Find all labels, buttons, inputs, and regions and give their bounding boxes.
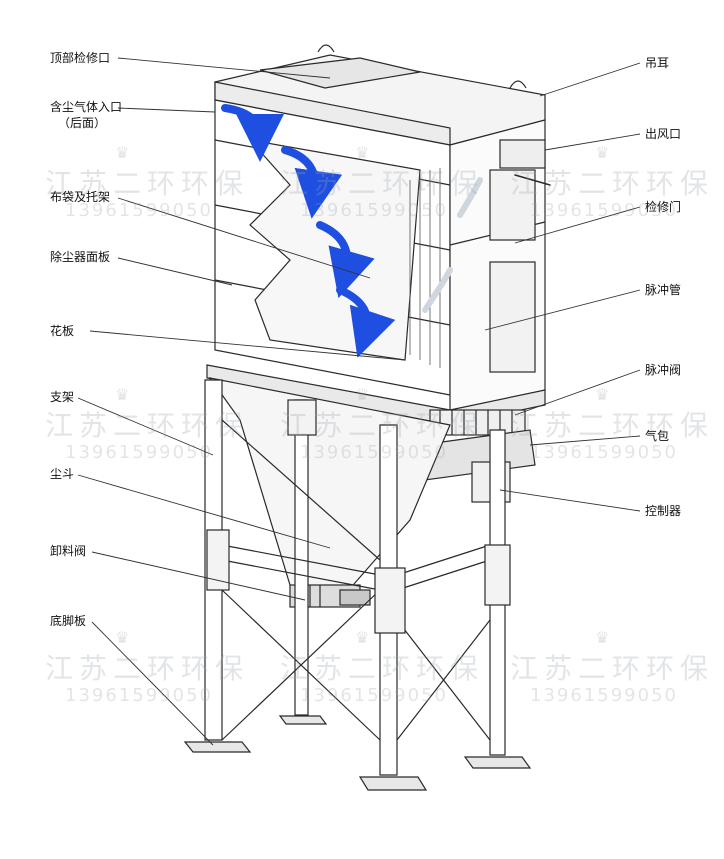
leader-outlet	[544, 133, 641, 151]
watermark-crown-icon: ♛	[355, 628, 370, 647]
foot-plate-right	[463, 756, 532, 769]
leader-air-header	[529, 435, 641, 446]
gusset-center	[374, 567, 406, 634]
outlet-duct	[499, 139, 546, 169]
leader-top-hatch	[117, 57, 331, 79]
gusset-back	[287, 399, 317, 436]
lifting-lug-right	[509, 80, 527, 89]
foot-plate-back	[278, 715, 328, 725]
label-pulse-valve: 脉冲阀	[645, 363, 682, 377]
leader-access-door	[514, 206, 641, 244]
label-dust-inlet: 含尘气体入口	[50, 100, 123, 114]
label-dust-inlet-sub: （后面）	[58, 116, 107, 130]
label-support: 支架	[50, 390, 75, 404]
label-bag-cage: 布袋及托架	[50, 190, 111, 204]
leader-panel	[117, 257, 233, 286]
flow-arrow-1	[221, 104, 284, 162]
gusset-right	[484, 544, 511, 606]
airflow-arrows	[221, 104, 551, 358]
label-top-hatch: 顶部检修口	[50, 51, 111, 65]
foot-plate-center	[358, 776, 428, 791]
label-outlet: 出风口	[645, 127, 682, 141]
leader-discharge-valve	[91, 551, 306, 601]
leader-controller	[499, 489, 641, 512]
access-door-lower	[489, 261, 536, 373]
watermark-crown-icon: ♛	[595, 628, 610, 647]
leader-pulse-pipe	[484, 289, 641, 331]
watermark-crown-icon: ♛	[595, 143, 610, 162]
leader-lifting-lug	[539, 62, 641, 97]
leader-support	[77, 397, 214, 456]
lifting-lug-left	[317, 44, 335, 53]
leader-pulse-valve	[514, 369, 641, 416]
label-lifting-lug: 吊耳	[645, 56, 670, 70]
label-foot-plate: 底脚板	[50, 614, 87, 628]
flow-arrow-4	[336, 286, 396, 358]
support-frame	[183, 379, 532, 791]
leader-dust-inlet	[117, 107, 216, 113]
label-access-door: 检修门	[645, 200, 682, 214]
clean-flow-arrow-2	[457, 177, 483, 218]
flow-arrow-3	[316, 221, 375, 299]
flow-arrow-2	[281, 146, 343, 219]
label-air-header: 气包	[645, 429, 670, 443]
watermark-crown-icon: ♛	[355, 385, 370, 404]
watermark-crown-icon: ♛	[595, 385, 610, 404]
label-discharge-valve: 卸料阀	[50, 544, 87, 558]
leader-bag-cage	[117, 197, 371, 279]
leader-foot-plate	[91, 621, 214, 746]
leg-back-left	[294, 399, 309, 716]
leader-hopper	[77, 474, 331, 549]
watermark-crown-icon: ♛	[115, 628, 130, 647]
leader-lines	[77, 57, 641, 746]
watermark-crown-icon: ♛	[355, 143, 370, 162]
access-door-upper	[489, 169, 536, 241]
clean-flow-arrow-1	[422, 267, 453, 313]
label-panel: 除尘器面板	[50, 250, 111, 264]
leader-tube-sheet	[89, 330, 406, 361]
top-hatch	[259, 57, 421, 89]
gusset-left	[206, 529, 230, 591]
watermark-crown-icon: ♛	[115, 143, 130, 162]
watermark-crown-icon: ♛	[115, 385, 130, 404]
outlet-arrow	[514, 174, 551, 186]
label-hopper: 尘斗	[50, 467, 75, 481]
foot-plate-left	[183, 741, 252, 753]
label-controller: 控制器	[645, 504, 682, 518]
label-pulse-pipe: 脉冲管	[645, 283, 682, 297]
label-tube-sheet: 花板	[50, 324, 75, 338]
